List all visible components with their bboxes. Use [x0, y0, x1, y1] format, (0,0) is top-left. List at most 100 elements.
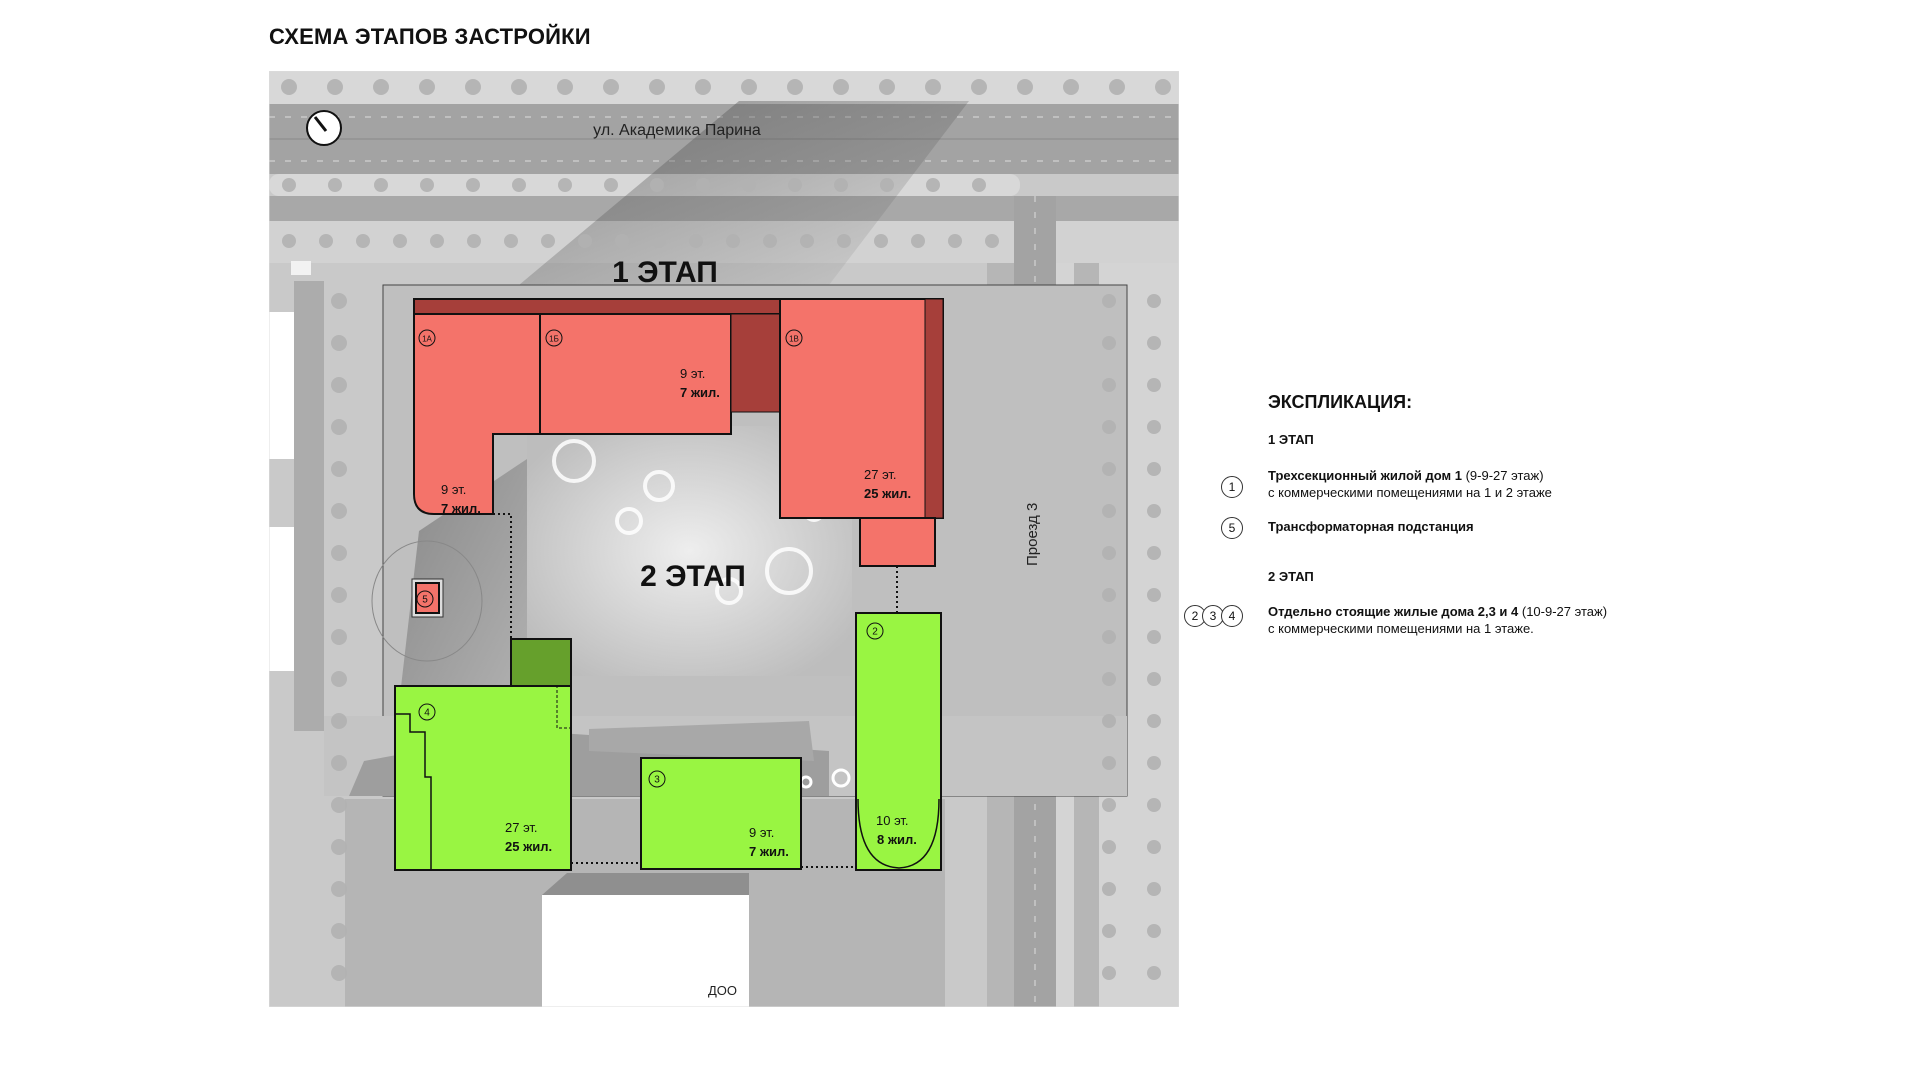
tree-icon — [328, 178, 342, 192]
tree-icon — [652, 234, 666, 248]
tree-icon — [1102, 840, 1116, 854]
legend-item-description: с коммерческими помещениями на 1 этаже. — [1268, 621, 1534, 636]
legend-item-buildings-2-3-4: Отдельно стоящие жилые дома 2,3 и 4 (10-… — [1268, 603, 1607, 637]
tree-icon — [787, 79, 803, 95]
tree-icon — [879, 79, 895, 95]
units-4: 25 жил. — [505, 839, 552, 854]
tree-icon — [1155, 79, 1171, 95]
building-1v-dark-side — [924, 298, 944, 519]
building-4[interactable] — [394, 685, 572, 871]
stage2-label: 2 ЭТАП — [640, 560, 746, 593]
marker-label: 4 — [424, 708, 430, 719]
tree-icon — [282, 178, 296, 192]
legend-item-floors: (10-9-27 этаж) — [1518, 604, 1608, 619]
driveway-name: Проезд 3 — [1024, 503, 1041, 566]
tree-icon — [1147, 882, 1161, 896]
tree-icon — [1102, 420, 1116, 434]
building-1v-extension — [859, 517, 936, 567]
tree-icon — [834, 178, 848, 192]
tree-icon — [331, 797, 347, 813]
tree-icon — [331, 377, 347, 393]
trees — [281, 79, 1171, 981]
tree-icon — [1147, 546, 1161, 560]
legend-item-floors: (9-9-27 этаж) — [1461, 468, 1544, 483]
tree-icon — [615, 234, 629, 248]
building-2[interactable] — [855, 612, 942, 871]
stage1-building-1[interactable] — [413, 298, 944, 567]
legend-stage1: 1 ЭТАП — [1268, 432, 1314, 447]
tree-icon — [1147, 672, 1161, 686]
tree-icon — [1147, 378, 1161, 392]
tree-icon — [331, 503, 347, 519]
units-1b: 7 жил. — [680, 385, 720, 400]
tree-icon — [558, 178, 572, 192]
tree-icon — [1147, 924, 1161, 938]
tree-icon — [833, 79, 849, 95]
tree-icon — [331, 461, 347, 477]
tree-icon — [1102, 378, 1116, 392]
page-title: СХЕМА ЭТАПОВ ЗАСТРОЙКИ — [269, 24, 591, 49]
north-arrow-icon — [306, 110, 342, 146]
street-name: ул. Академика Парина — [593, 122, 761, 139]
tree-icon — [1017, 79, 1033, 95]
kindergarten-building — [542, 895, 749, 1007]
tree-icon — [742, 178, 756, 192]
marker-circle-icon — [418, 703, 436, 721]
tree-icon — [331, 881, 347, 897]
tree-icon — [319, 234, 333, 248]
legend-item-substation: Трансформаторная подстанция — [1268, 518, 1474, 535]
tree-icon — [331, 629, 347, 645]
park-bed — [589, 721, 814, 761]
tree-icon — [578, 234, 592, 248]
tree-icon — [948, 234, 962, 248]
marker-circle-icon — [866, 622, 884, 640]
tree-icon — [356, 234, 370, 248]
tree-icon — [1063, 79, 1079, 95]
tree-icon — [430, 234, 444, 248]
building-4-dashed — [556, 685, 572, 729]
tree-strip-top — [269, 71, 1179, 104]
tree-icon — [971, 79, 987, 95]
legend-item-title: Трехсекционный жилой дом 1 — [1268, 468, 1462, 483]
neighbour-building — [269, 312, 294, 459]
tree-icon — [1147, 420, 1161, 434]
tree-icon — [331, 335, 347, 351]
tree-icon — [972, 178, 986, 192]
marker-label: 1А — [422, 335, 432, 344]
tp-loop — [371, 540, 483, 662]
tree-icon — [419, 79, 435, 95]
units-1v: 25 жил. — [864, 486, 911, 501]
tree-icon — [1102, 462, 1116, 476]
marker-4-icon: 4 — [1221, 605, 1243, 627]
floors-1v: 27 эт. — [864, 467, 897, 482]
tree-icon — [504, 234, 518, 248]
marker-1-icon: 1 — [1221, 476, 1243, 498]
building-3[interactable] — [640, 757, 802, 870]
tree-icon — [511, 79, 527, 95]
tree-icon — [689, 234, 703, 248]
tree-icon — [1102, 798, 1116, 812]
legend-item-building-1: Трехсекционный жилой дом 1 (9-9-27 этаж)… — [1268, 467, 1552, 501]
building-marker-4: 2 — [866, 622, 884, 640]
building-marker-3: 1В — [785, 329, 803, 347]
tree-icon — [1102, 294, 1116, 308]
tree-icon — [331, 587, 347, 603]
marker-circle-icon — [418, 329, 436, 347]
tree-icon — [331, 671, 347, 687]
tree-icon — [726, 234, 740, 248]
building-1v[interactable] — [779, 298, 944, 519]
building-1a[interactable] — [413, 313, 541, 515]
tree-icon — [649, 79, 665, 95]
tree-icon — [1102, 630, 1116, 644]
building-marker-7: 5 — [416, 590, 434, 608]
building-1b[interactable] — [539, 313, 732, 435]
tree-icon — [1102, 504, 1116, 518]
tree-icon — [926, 178, 940, 192]
legend-item-description: с коммерческими помещениями на 1 и 2 эта… — [1268, 485, 1552, 500]
units-2: 8 жил. — [877, 832, 917, 847]
legend-item-title: Трансформаторная подстанция — [1268, 519, 1474, 534]
tree-icon — [1102, 924, 1116, 938]
legend-stage2: 2 ЭТАП — [1268, 569, 1314, 584]
building-4-annex — [510, 638, 572, 687]
tree-icon — [741, 79, 757, 95]
